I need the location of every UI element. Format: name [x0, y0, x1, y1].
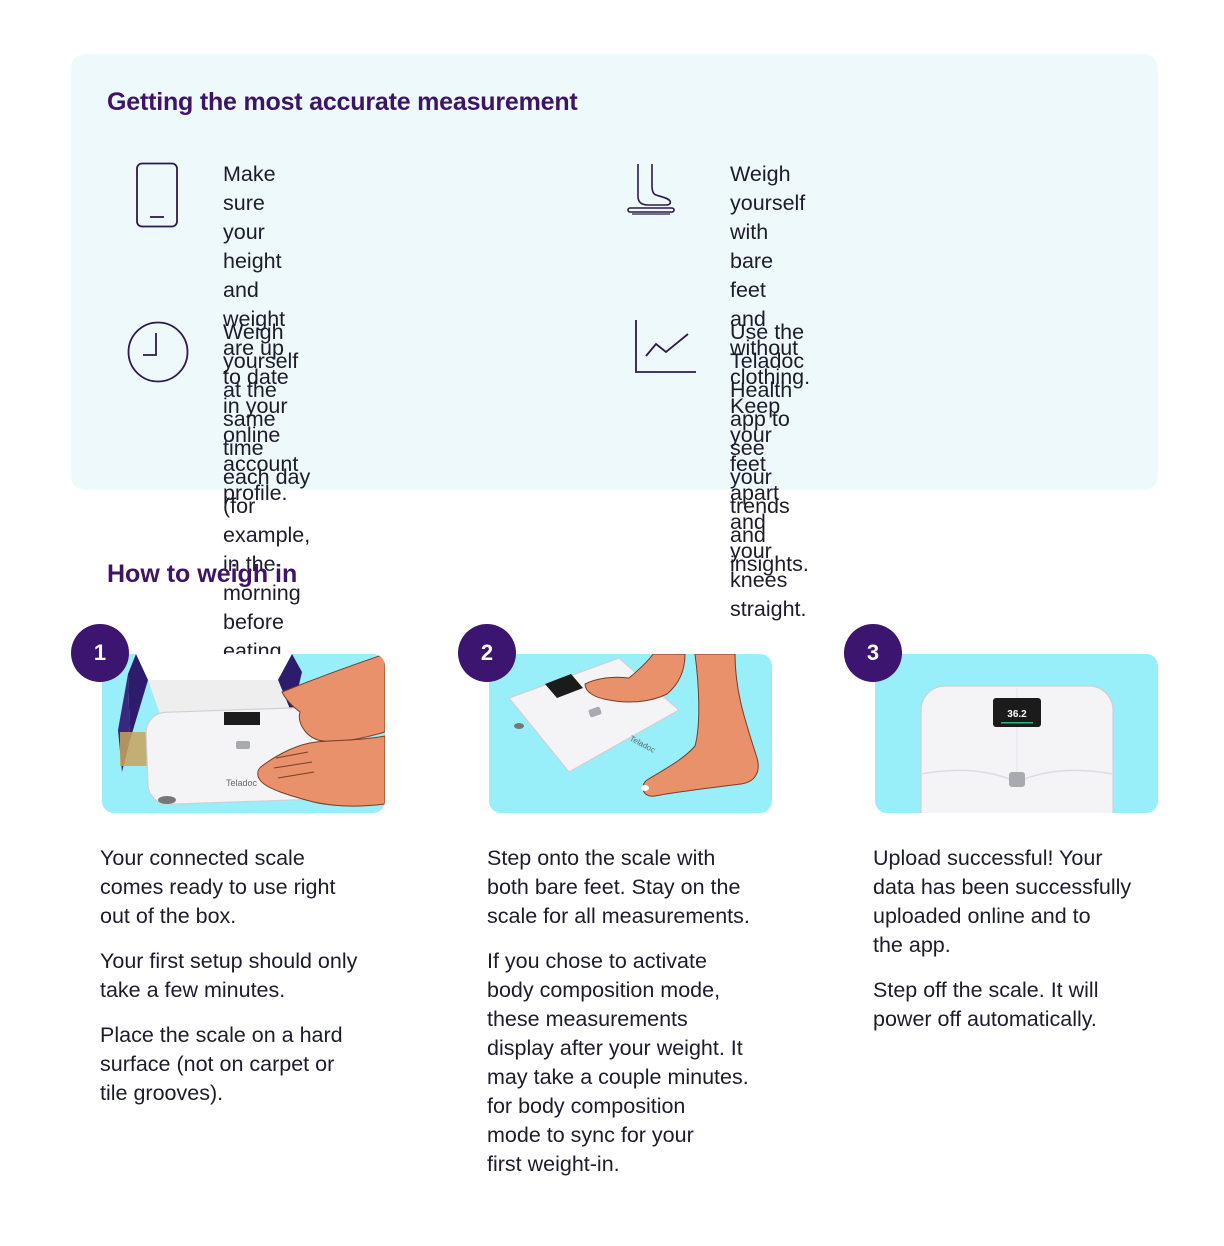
- phone-icon: [136, 162, 178, 228]
- tip-text: Use the Teladoc Health app to see your t…: [730, 320, 809, 576]
- how-to-title: How to weigh in: [107, 560, 298, 588]
- scale-brand-label: Teladoc: [628, 734, 657, 755]
- step-paragraph: Your connected scale comes ready to use …: [100, 846, 336, 928]
- tips-card: Getting the most accurate measurement Ma…: [71, 54, 1158, 721]
- stepping-on-scale-illustration: Teladoc: [508, 654, 759, 797]
- step-paragraph: Step off the scale. It will power off au…: [873, 978, 1099, 1031]
- step-number-badge: 1: [71, 624, 129, 682]
- scale-unboxing-illustration: Teladoc: [118, 654, 385, 807]
- step-paragraph: Upload successful! Your data has been su…: [873, 846, 1132, 957]
- step-number-badge: 3: [844, 624, 902, 682]
- bare-foot-on-scale-icon: [627, 164, 675, 215]
- step-body: Your connected scale comes ready to use …: [100, 844, 400, 1124]
- scale-brand-label: Teladoc: [226, 778, 258, 788]
- tips-title: Getting the most accurate measurement: [107, 88, 578, 116]
- step-2-illustration: Teladoc: [489, 654, 772, 813]
- scale-display-illustration: 36.2: [920, 685, 1114, 813]
- step-paragraph: Your first setup should only take a few …: [100, 949, 358, 1002]
- step-body: Upload successful! Your data has been su…: [873, 844, 1173, 1050]
- trend-chart-icon: [635, 320, 696, 373]
- step-paragraph: Place the scale on a hard surface (not o…: [100, 1023, 343, 1105]
- step-1-illustration: Teladoc: [102, 654, 385, 813]
- step-paragraph: Step onto the scale with both bare feet.…: [487, 846, 750, 928]
- tip-text: Weigh yourself with bare feet and withou…: [730, 162, 811, 621]
- step-body: Step onto the scale with both bare feet.…: [487, 844, 787, 1195]
- step-3-illustration: 36.2: [875, 654, 1158, 813]
- clock-icon: [127, 321, 189, 383]
- tip-text: Make sure your height and weight are up …: [223, 162, 299, 505]
- step-paragraph: If you chose to activate body compositio…: [487, 949, 749, 1176]
- scale-display-reading: 36.2: [1007, 709, 1027, 720]
- step-number-badge: 2: [458, 624, 516, 682]
